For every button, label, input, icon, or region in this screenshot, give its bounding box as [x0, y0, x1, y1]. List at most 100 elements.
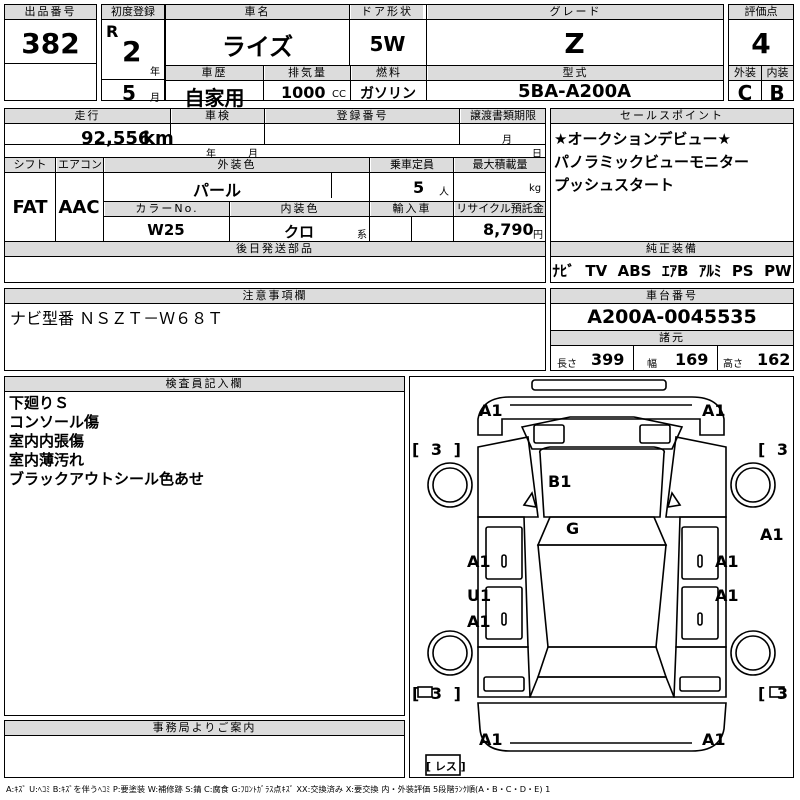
office-box: 事務局よりご案内 — [4, 720, 405, 778]
width: 169 — [675, 350, 709, 369]
reg-year: 2 — [122, 35, 142, 68]
regno-label: 登録番号 — [266, 109, 459, 123]
inspector-line-1: 下廻りＳ — [9, 394, 70, 412]
mark-right-rear-door: A1 — [715, 586, 739, 605]
capacity-unit: 人 — [439, 187, 449, 198]
door: 5W — [369, 32, 406, 56]
equip-ps: PS — [731, 262, 754, 280]
equip-abs: ABS — [617, 262, 652, 280]
tire-rear-left: [ 3 ] — [412, 684, 464, 703]
car-outline-diagram — [417, 379, 785, 776]
color-no-label: カラーNo. — [105, 202, 229, 216]
era: R — [106, 22, 119, 41]
month-unit: 月 — [150, 93, 160, 104]
notes-text: ナビ型番 ＮＳＺＴ－Ｗ６８Ｔ — [10, 309, 224, 328]
notes-box: 注意事項欄 ナビ型番 ＮＳＺＴ－Ｗ６８Ｔ — [4, 288, 546, 371]
length-label: 長さ — [557, 359, 577, 370]
sales-point-2: パノラミックビューモニター — [554, 153, 750, 171]
tire-rear-right: [ 3 ] — [758, 684, 800, 703]
recycle: 8,790 — [483, 220, 534, 239]
mark-right-fender: A1 — [760, 525, 784, 544]
sales-point-1: ★オークションデビュー★ — [554, 130, 731, 148]
mark-left-front-door: A1 — [467, 552, 491, 571]
equipment-list: ﾅﾋﾞ TV ABS ｴｱB ｱﾙﾐ PS PW — [551, 260, 793, 281]
first-registration-box: 初度登録 R 2 年 5 月 — [101, 4, 165, 105]
exterior: C — [737, 81, 753, 105]
mileage-unit: km — [143, 128, 174, 149]
displacement-unit: CC — [332, 89, 346, 100]
transfer-month-unit: 月 — [502, 135, 512, 146]
recycle-unit: 円 — [533, 230, 543, 241]
equip-navi: ﾅﾋﾞ — [552, 262, 575, 280]
color-label: 外装色 — [105, 158, 369, 172]
shift: FAT — [12, 197, 48, 218]
door-label: ドア形状 — [351, 5, 423, 19]
color: パール — [192, 181, 241, 200]
capacity: 5 — [413, 178, 425, 197]
car-name: ライズ — [221, 33, 294, 61]
spare-tire: [ レス ] — [426, 760, 466, 773]
capacity-label: 乗車定員 — [371, 158, 453, 172]
lot-number-label: 出品番号 — [5, 5, 96, 19]
mark-right-front-door: A1 — [715, 552, 739, 571]
legend: A:ｷｽﾞ U:ﾍｺﾐ B:ｷｽﾞを伴うﾍｺﾐ P:要塗装 W:補修跡 S:錆 … — [6, 784, 551, 794]
first-reg-label: 初度登録 — [102, 5, 164, 19]
tire-front-right: [ 3 ] — [758, 440, 800, 459]
chassis-box: 車台番号 A200A-0045535 諸元 長さ 399 幅 169 高さ 16… — [550, 288, 794, 371]
mark-front-right: A1 — [702, 401, 726, 420]
score-box: 評価点 4 外装 内装 C B — [728, 4, 794, 105]
year-unit: 年 — [150, 67, 160, 78]
inspector-line-4: 室内薄汚れ — [9, 451, 85, 469]
mileage-label: 走行 — [5, 109, 170, 123]
mark-hood: B1 — [548, 472, 572, 491]
grade-label: グレード — [428, 5, 723, 19]
equip-alloy: ｱﾙﾐ — [698, 262, 722, 280]
score-label: 評価点 — [729, 5, 793, 19]
dimensions-label: 諸元 — [551, 331, 793, 345]
score: 4 — [751, 27, 771, 60]
load-label: 最大積載量 — [455, 158, 545, 172]
car-name-label: 車名 — [166, 5, 349, 19]
recycle-label: リサイクル預託金 — [455, 202, 545, 216]
transfer-day-unit: 日 — [532, 149, 542, 160]
insp-year-unit: 年 — [206, 149, 216, 160]
equip-tv: TV — [585, 262, 608, 280]
equipment-label: 純正装備 — [551, 242, 793, 256]
mileage: 92,556 — [81, 128, 151, 149]
fuel-label: 燃料 — [352, 66, 426, 80]
mark-rear-right: A1 — [702, 730, 726, 749]
height: 162 — [757, 350, 791, 369]
chassis-label: 車台番号 — [551, 289, 793, 303]
grade: Z — [564, 27, 585, 60]
history: 自家用 — [184, 86, 245, 110]
int-color: クロ — [283, 223, 314, 241]
inspector-line-2: コンソール傷 — [9, 413, 100, 431]
sales-point-3: プッシュスタート — [554, 176, 675, 194]
width-label: 幅 — [647, 359, 657, 370]
model-label: 型式 — [428, 66, 723, 80]
sales-points-label: セールスポイント — [551, 109, 793, 123]
lot-number-box: 出品番号 382 — [4, 4, 97, 101]
inspector-label: 検査員記入欄 — [5, 377, 404, 391]
exterior-label: 外装 — [729, 66, 761, 80]
fuel: ガソリン — [360, 86, 416, 102]
equip-pw: PW — [764, 262, 792, 280]
sales-points-box: セールスポイント ★オークションデビュー★ パノラミックビューモニター プッシュ… — [550, 108, 794, 283]
notes-label: 注意事項欄 — [5, 289, 545, 303]
history-label: 車歴 — [166, 66, 263, 80]
import-label: 輸入車 — [371, 202, 453, 216]
lot-number: 382 — [21, 27, 80, 60]
color-no: W25 — [147, 221, 185, 239]
office-label: 事務局よりご案内 — [5, 721, 404, 735]
int-color-label: 内装色 — [231, 202, 369, 216]
damage-diagram: A1 A1 B1 G A1 A1 A1 U1 A1 A1 A1 A1 [ 3 ]… — [409, 376, 800, 778]
insp-month-unit: 月 — [248, 149, 258, 160]
tire-front-left: [ 3 ] — [412, 440, 464, 459]
model: 5BA-A200A — [517, 81, 632, 102]
displacement-label: 排気量 — [265, 66, 350, 80]
displacement: 1000 — [281, 83, 326, 102]
interior: B — [769, 81, 785, 105]
equip-airbag: ｴｱB — [661, 262, 689, 280]
later-parts-label: 後日発送部品 — [5, 242, 545, 256]
mark-left-rear-door: A1 — [467, 612, 491, 631]
